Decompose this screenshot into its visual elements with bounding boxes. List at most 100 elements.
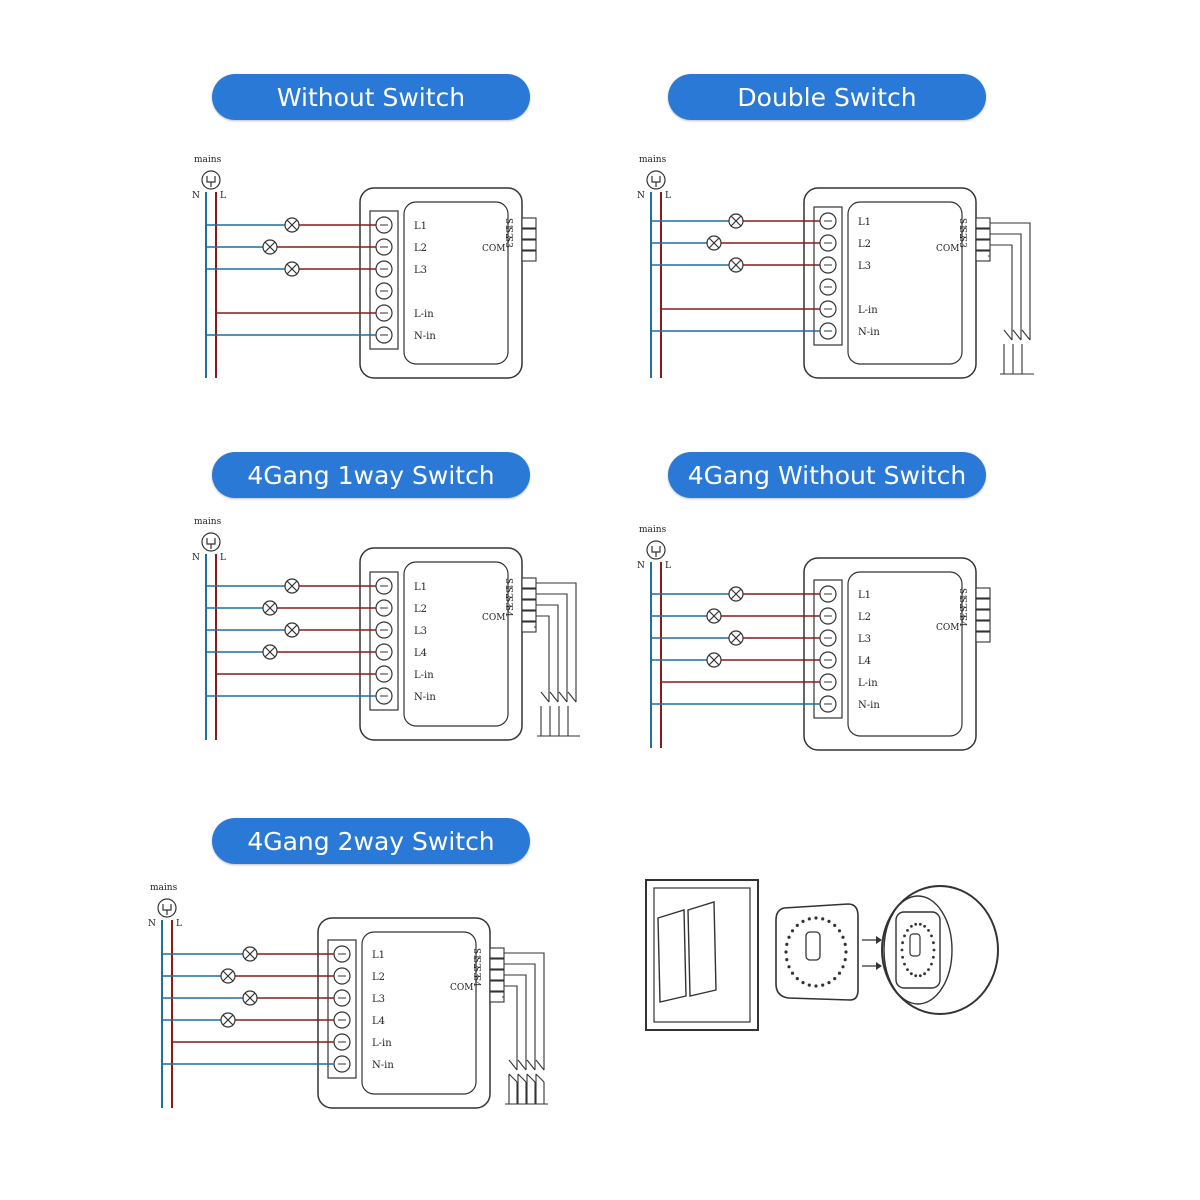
switch-terminal — [975, 228, 991, 240]
switch-terminal — [489, 991, 505, 1003]
lamp-icon — [284, 622, 300, 638]
lamp-icon — [220, 968, 236, 984]
rocker-switch-right — [687, 901, 717, 997]
terminal-label: L2 — [414, 604, 427, 615]
switch-contact — [508, 1073, 518, 1083]
switch-terminal — [975, 217, 991, 229]
mains-label: mains — [194, 155, 222, 165]
plug-icon — [646, 170, 666, 190]
plug-icon — [201, 532, 221, 552]
wall-switches — [534, 582, 580, 737]
switch-label: S4 — [471, 975, 481, 987]
switch-label: S2 — [503, 587, 513, 599]
com-label: COM — [936, 623, 959, 633]
lamp-icon — [242, 946, 258, 962]
plug-icon — [201, 170, 221, 190]
switch-terminal — [521, 239, 537, 251]
terminal-label: L1 — [414, 221, 427, 232]
terminal-label: L3 — [414, 265, 427, 276]
neutral-label: N — [637, 191, 645, 201]
live-label: L — [220, 553, 226, 563]
switch-label: S2 — [471, 957, 481, 969]
switch-label: S4 — [957, 615, 967, 627]
switch-contact — [517, 1059, 527, 1071]
plug-icon — [157, 898, 177, 918]
switch-contact — [1003, 329, 1013, 341]
terminal-label: L3 — [858, 261, 871, 272]
panel-title-without-switch: Without Switch — [212, 74, 530, 120]
lamp-icon — [706, 608, 722, 624]
switch-terminal — [975, 239, 991, 251]
com-label: COM — [482, 244, 505, 254]
switch-label: S1 — [503, 578, 513, 590]
lamp-icon — [284, 578, 300, 594]
lamp-icon — [728, 586, 744, 602]
wall-switches — [988, 222, 1034, 375]
switch-terminal — [975, 587, 991, 599]
switch-terminal — [521, 577, 537, 589]
switch-label: S3 — [503, 596, 513, 608]
panel-title-4gang-without-switch: 4Gang Without Switch — [668, 452, 986, 498]
terminal-label: L4 — [414, 648, 427, 659]
switch-contact — [508, 1059, 518, 1071]
switch-contact — [1021, 329, 1031, 341]
live-label: L — [220, 191, 226, 201]
neutral-label: N — [148, 919, 156, 929]
switch-terminal — [521, 599, 537, 611]
terminal-label: L2 — [858, 239, 871, 250]
switch-label: S3 — [957, 236, 967, 248]
terminal-label: L3 — [414, 626, 427, 637]
switch-terminal — [975, 598, 991, 610]
neutral-label: N — [192, 191, 200, 201]
com-label: COM — [450, 983, 473, 993]
terminal-label: L2 — [858, 612, 871, 623]
terminal-label: L-in — [414, 309, 434, 320]
terminal-label: N-in — [414, 692, 436, 703]
lamp-icon — [262, 600, 278, 616]
switch-terminal — [521, 217, 537, 229]
terminal-label: N-in — [858, 700, 880, 711]
switch-label: S3 — [471, 966, 481, 978]
terminal-label: L4 — [372, 1016, 385, 1027]
switch-terminal — [489, 958, 505, 970]
terminal-label: L1 — [372, 950, 385, 961]
terminal-label: L2 — [372, 972, 385, 983]
terminal-label: L1 — [858, 217, 871, 228]
terminal-label: L1 — [858, 590, 871, 601]
switch-label: S1 — [471, 948, 481, 960]
switch-terminal — [521, 621, 537, 633]
panel-title-4gang-1way-switch: 4Gang 1way Switch — [212, 452, 530, 498]
switch-terminal — [489, 969, 505, 981]
switch-terminal — [975, 620, 991, 632]
wall-switches — [502, 952, 548, 1105]
mains-label: mains — [150, 883, 178, 893]
terminal-label: L-in — [414, 670, 434, 681]
lamp-icon — [706, 652, 722, 668]
rocker-switch-left — [657, 909, 687, 1003]
live-label: L — [176, 919, 182, 929]
terminal-label: L4 — [858, 656, 871, 667]
switch-terminal — [521, 250, 537, 262]
mains-label: mains — [639, 525, 667, 535]
switch-contact — [549, 691, 559, 703]
switch-terminal — [521, 228, 537, 240]
switch-terminal — [975, 631, 991, 643]
terminal-label: L-in — [858, 305, 878, 316]
switch-terminal — [521, 610, 537, 622]
terminal-label: L3 — [372, 994, 385, 1005]
mains-label: mains — [194, 517, 222, 527]
switch-contact — [526, 1059, 536, 1071]
panel-title-double-switch: Double Switch — [668, 74, 986, 120]
lamp-icon — [706, 235, 722, 251]
lamp-icon — [728, 257, 744, 273]
neutral-label: N — [637, 561, 645, 571]
switch-label: S3 — [503, 236, 513, 248]
